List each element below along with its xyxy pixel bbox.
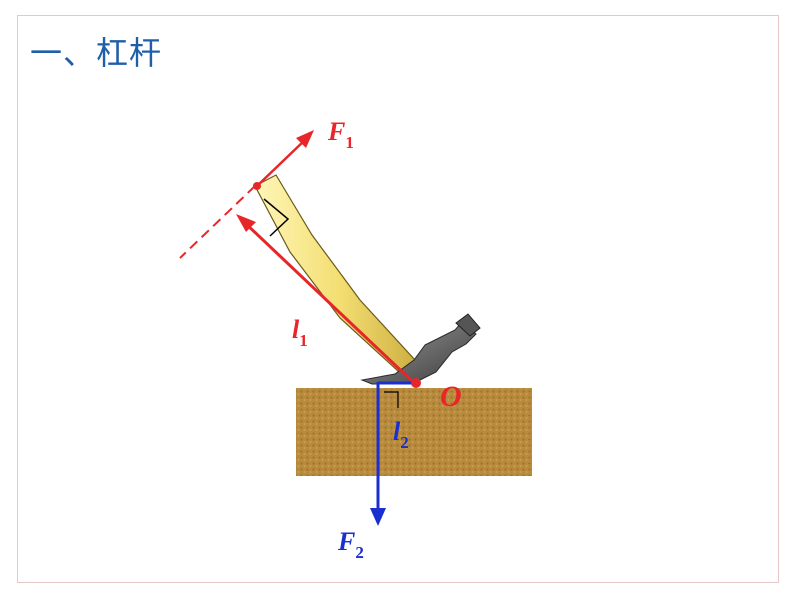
l1-right-angle bbox=[263, 198, 290, 237]
l1-arm bbox=[242, 220, 415, 384]
label-l1: l1 bbox=[292, 315, 308, 350]
label-o: O bbox=[440, 380, 462, 413]
label-l2: l2 bbox=[393, 417, 409, 452]
f1-arrow bbox=[256, 138, 307, 187]
page-title: 一、杠杆 bbox=[30, 34, 163, 72]
f1-action-line bbox=[179, 185, 256, 259]
label-f1: F1 bbox=[327, 117, 354, 152]
f2-arrowhead bbox=[370, 508, 386, 526]
f1-point bbox=[253, 182, 261, 190]
slide-frame bbox=[17, 15, 779, 583]
label-f2: F2 bbox=[337, 527, 364, 562]
l2-right-angle bbox=[384, 391, 399, 408]
l1-arrowhead bbox=[236, 214, 256, 232]
f1-arrowhead bbox=[296, 130, 314, 148]
hammer-face bbox=[455, 313, 481, 337]
ground-block bbox=[296, 388, 532, 476]
hammer-handle bbox=[254, 174, 427, 383]
fulcrum-point bbox=[411, 378, 421, 388]
